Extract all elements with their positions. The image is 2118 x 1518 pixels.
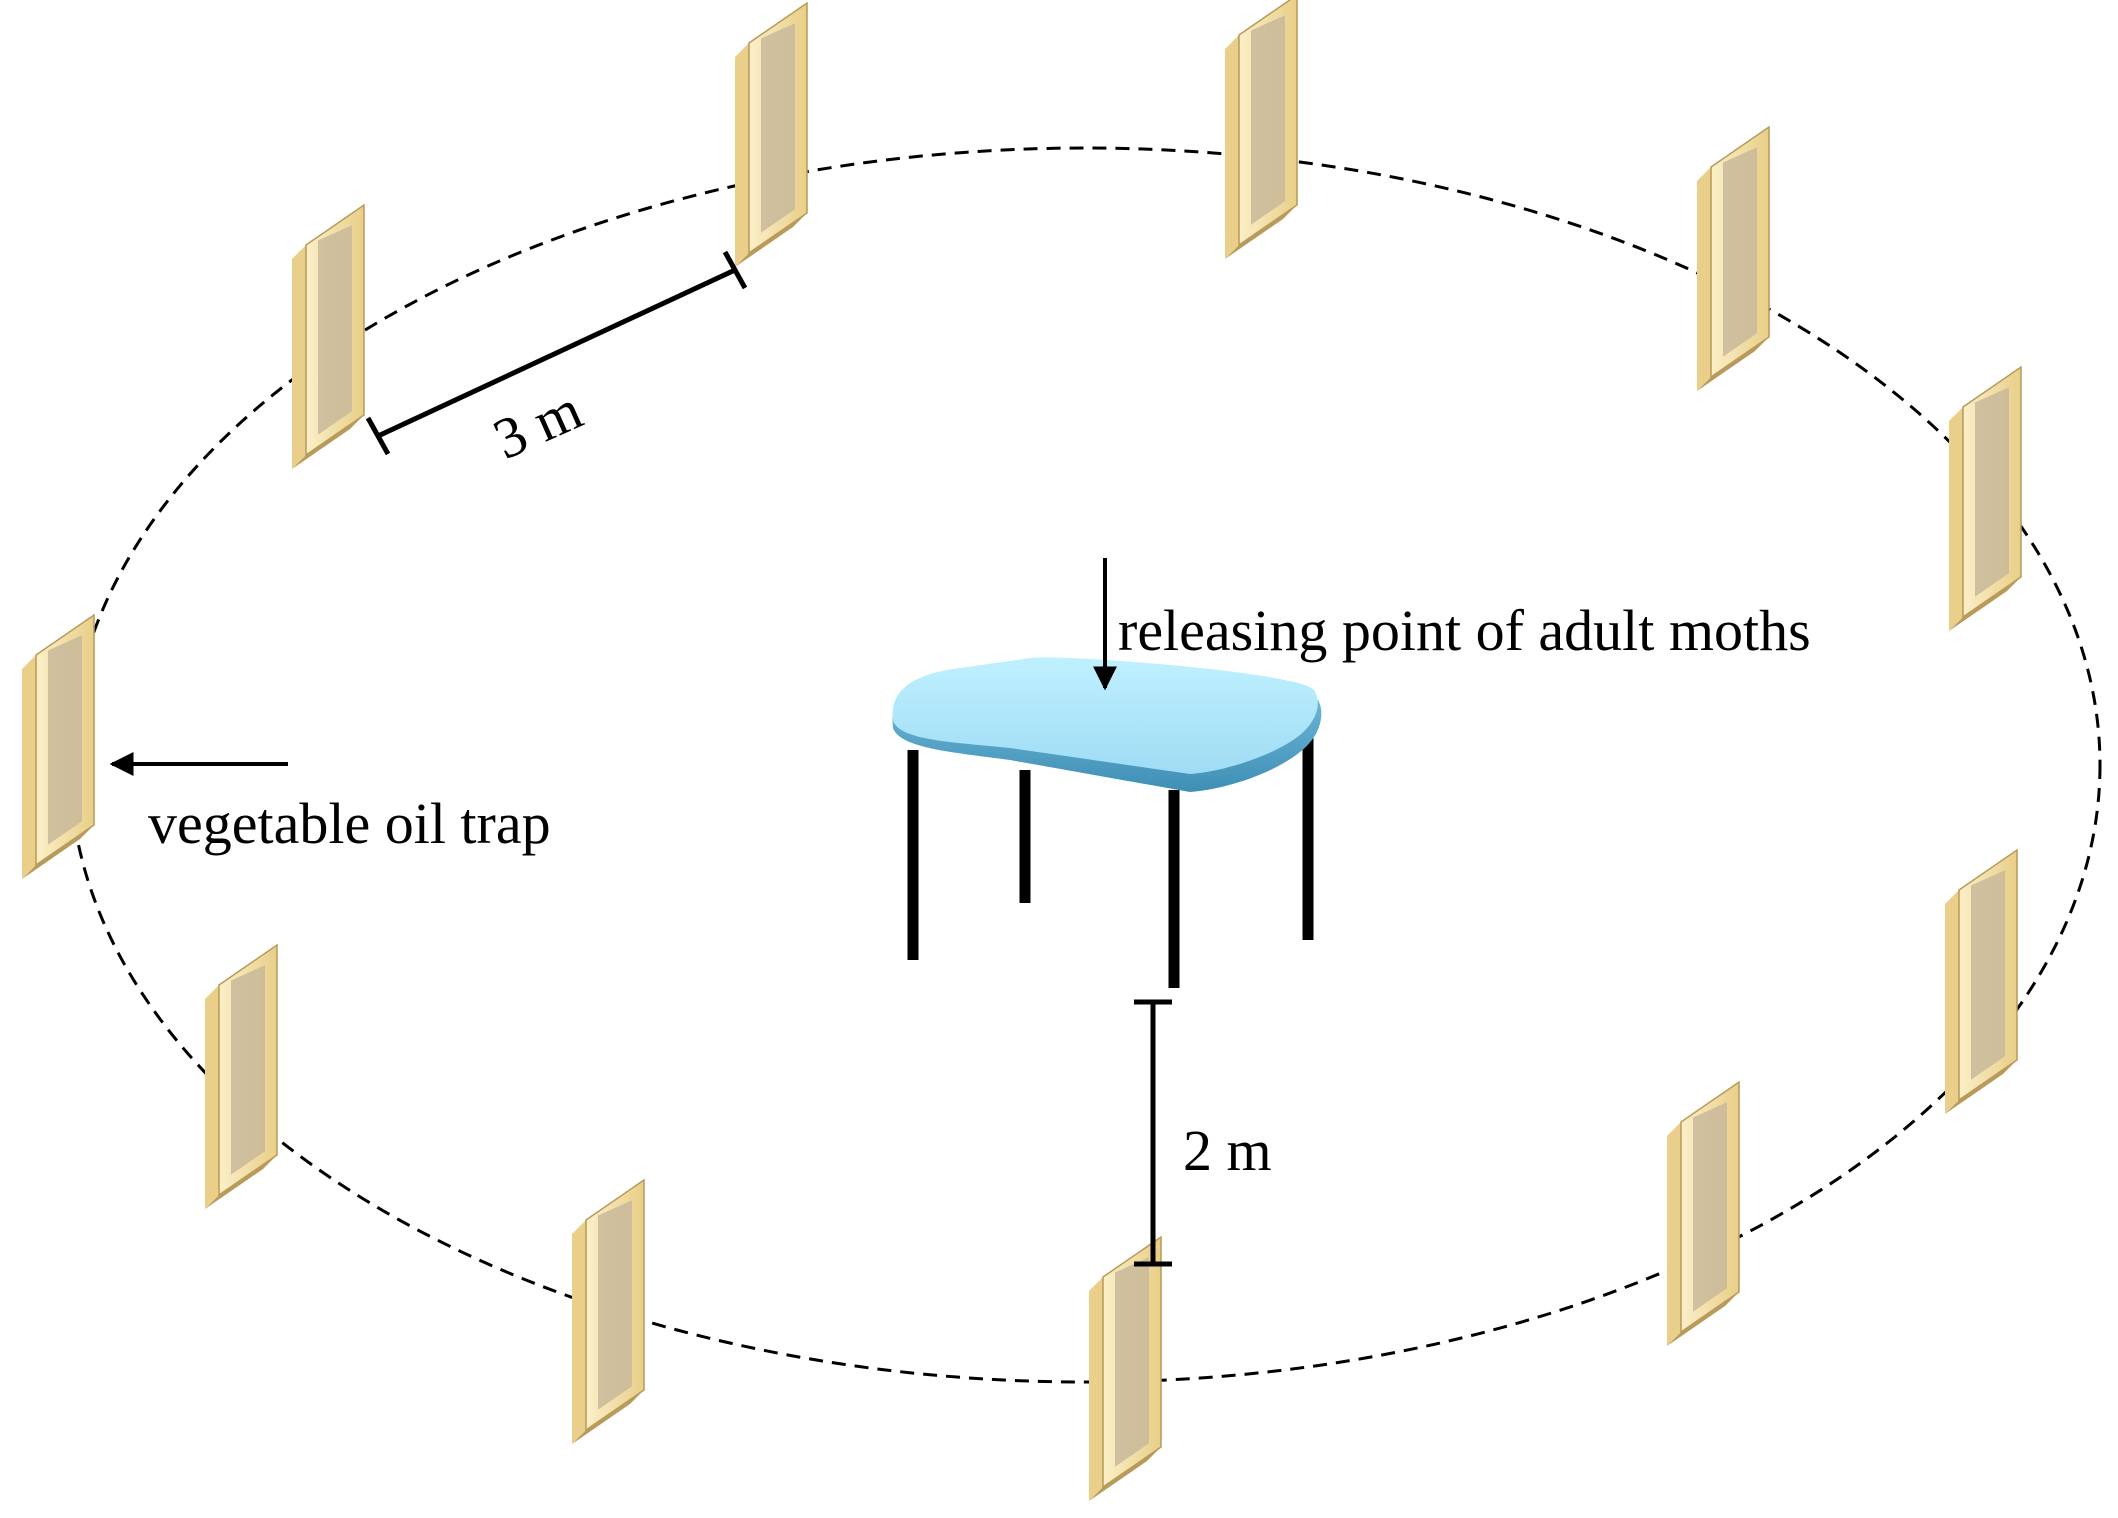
vegetable-oil-trap (572, 1178, 645, 1444)
vegetable-oil-trap (1089, 1235, 1162, 1501)
vegetable-oil-trap (205, 943, 278, 1209)
vegetable-oil-trap (1697, 125, 1770, 391)
vegetable-oil-trap (1949, 365, 2022, 631)
release-table (892, 657, 1322, 988)
vegetable-oil-trap (292, 203, 365, 469)
distance-bar-3m (365, 250, 748, 456)
distance-bar-2m (1134, 999, 1172, 1267)
vegetable-oil-trap (1225, 0, 1298, 259)
vegetable-oil-trap (1667, 1080, 1740, 1346)
label-release-point: releasing point of adult moths (1118, 598, 1811, 663)
table-top-surface (892, 657, 1318, 774)
traps-group (22, 0, 2022, 1501)
vegetable-oil-trap (1945, 848, 2018, 1114)
label-3m: 3 m (484, 376, 591, 471)
label-2m: 2 m (1183, 1118, 1272, 1183)
vegetable-oil-trap (22, 613, 95, 879)
vegetable-oil-trap (735, 1, 808, 267)
label-vegetable-oil-trap: vegetable oil trap (148, 791, 551, 856)
